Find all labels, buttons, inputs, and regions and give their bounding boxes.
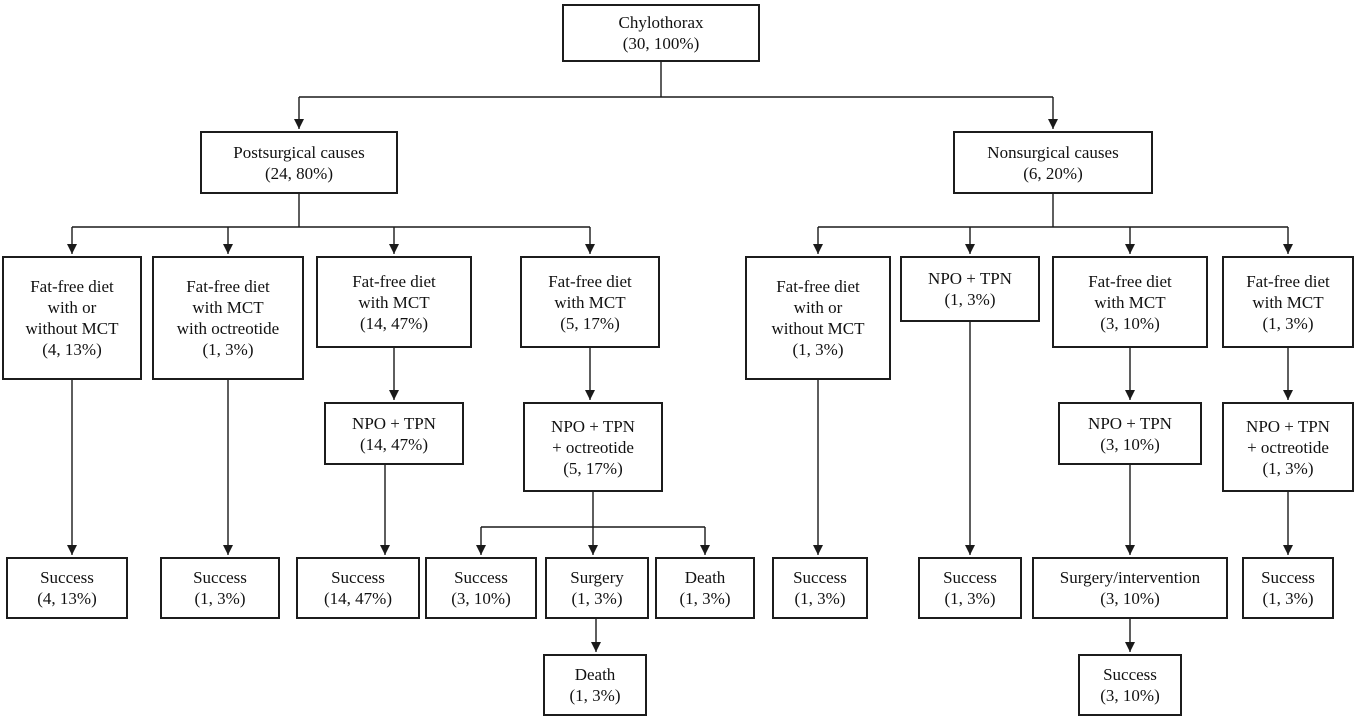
node-label: Fat-free diet with MCT [1246, 271, 1330, 312]
node-label: Success [193, 568, 247, 587]
node-label: Success [793, 568, 847, 587]
node-stat: (1, 3%) [794, 589, 846, 608]
node-outcome-success-1-3-b: Success (1, 3%) [772, 557, 868, 619]
node-non-npo-tpn-3: NPO + TPN (3, 10%) [1058, 402, 1202, 465]
node-outcome-success-3-10: Success (3, 10%) [425, 557, 537, 619]
node-label: Success [1261, 568, 1315, 587]
node-stat: (5, 17%) [560, 313, 620, 333]
node-stat: (3, 10%) [1100, 313, 1160, 333]
node-stat: (1, 3%) [1262, 313, 1314, 333]
node-non-npo-tpn: NPO + TPN (1, 3%) [900, 256, 1040, 322]
node-stat: (24, 80%) [265, 163, 333, 183]
node-label: Fat-free diet with MCT [352, 271, 436, 312]
node-outcome-surgery-intervention: Surgery/intervention (3, 10%) [1032, 557, 1228, 619]
node-post-fatfree-diet-mct-14: Fat-free diet with MCT (14, 47%) [316, 256, 472, 348]
node-stat: (6, 20%) [1023, 163, 1083, 183]
node-stat: (1, 3%) [944, 589, 996, 608]
node-label: Fat-free diet with MCT [1088, 271, 1172, 312]
node-nonsurgical-causes: Nonsurgical causes (6, 20%) [953, 131, 1153, 194]
node-outcome-success-14-47: Success (14, 47%) [296, 557, 420, 619]
node-stat: (3, 10%) [1100, 589, 1160, 608]
node-stat: (1, 3%) [944, 290, 996, 309]
node-stat: (1, 3%) [792, 340, 844, 359]
node-label: NPO + TPN [1088, 413, 1172, 433]
node-stat: (1, 3%) [1262, 589, 1314, 608]
node-postsurgical-causes: Postsurgical causes (24, 80%) [200, 131, 398, 194]
node-label: Fat-free diet with MCT with octreotide [176, 277, 280, 338]
node-outcome-surgery-1-3: Surgery (1, 3%) [545, 557, 649, 619]
node-label: Surgery/intervention [1059, 568, 1201, 587]
node-non-fatfree-diet-mct-3: Fat-free diet with MCT (3, 10%) [1052, 256, 1208, 348]
node-stat: (1, 3%) [571, 589, 623, 608]
node-outcome-success-1-3-d: Success (1, 3%) [1242, 557, 1334, 619]
node-post-npo-tpn-octreotide-5: NPO + TPN + octreotide (5, 17%) [523, 402, 663, 492]
node-label: Success [1103, 665, 1157, 684]
node-label: NPO + TPN [928, 269, 1012, 288]
node-stat: (14, 47%) [360, 434, 428, 454]
node-label: Chylothorax [618, 13, 704, 32]
node-stat: (1, 3%) [569, 686, 621, 705]
node-stat: (5, 17%) [563, 458, 623, 478]
node-non-npo-tpn-octreotide-1: NPO + TPN + octreotide (1, 3%) [1222, 402, 1354, 492]
node-stat: (1, 3%) [1262, 458, 1314, 478]
node-non-fatfree-diet-with-or-without-mct: Fat-free diet with or without MCT (1, 3%… [745, 256, 891, 380]
node-outcome-success-1-3-c: Success (1, 3%) [918, 557, 1022, 619]
node-outcome-success-4-13: Success (4, 13%) [6, 557, 128, 619]
node-post-fatfree-diet-mct-5: Fat-free diet with MCT (5, 17%) [520, 256, 660, 348]
node-outcome-success-after-intervention: Success (3, 10%) [1078, 654, 1182, 716]
node-chylothorax: Chylothorax (30, 100%) [562, 4, 760, 62]
node-label: Death [574, 665, 616, 684]
node-label: Death [684, 568, 726, 587]
node-label: Fat-free diet with or without MCT [771, 277, 865, 338]
node-stat: (4, 13%) [42, 340, 102, 359]
node-outcome-success-1-3-a: Success (1, 3%) [160, 557, 280, 619]
node-label: NPO + TPN + octreotide [1246, 416, 1330, 457]
node-label: Success [331, 568, 385, 587]
node-label: Success [943, 568, 997, 587]
node-label: NPO + TPN [352, 413, 436, 433]
node-post-fatfree-diet-mct-octreotide: Fat-free diet with MCT with octreotide (… [152, 256, 304, 380]
node-label: Fat-free diet with or without MCT [25, 277, 119, 338]
node-post-npo-tpn-14: NPO + TPN (14, 47%) [324, 402, 464, 465]
node-stat: (1, 3%) [679, 589, 731, 608]
node-label: Fat-free diet with MCT [548, 271, 632, 312]
node-label: Success [40, 568, 94, 587]
node-label: NPO + TPN + octreotide [551, 416, 635, 457]
node-outcome-death-after-surgery: Death (1, 3%) [543, 654, 647, 716]
node-stat: (3, 10%) [1100, 686, 1160, 705]
node-stat: (14, 47%) [360, 313, 428, 333]
node-stat: (3, 10%) [451, 589, 511, 608]
node-post-fatfree-diet-with-or-without-mct: Fat-free diet with or without MCT (4, 13… [2, 256, 142, 380]
node-stat: (14, 47%) [324, 589, 392, 608]
node-stat: (30, 100%) [622, 34, 700, 53]
node-label: Postsurgical causes [233, 142, 365, 162]
node-label: Success [454, 568, 508, 587]
node-stat: (4, 13%) [37, 589, 97, 608]
node-outcome-death-1-3: Death (1, 3%) [655, 557, 755, 619]
node-label: Nonsurgical causes [987, 142, 1119, 162]
node-label: Surgery [570, 568, 624, 587]
node-stat: (3, 10%) [1100, 434, 1160, 454]
node-stat: (1, 3%) [194, 589, 246, 608]
node-stat: (1, 3%) [202, 340, 254, 359]
node-non-fatfree-diet-mct-1: Fat-free diet with MCT (1, 3%) [1222, 256, 1354, 348]
